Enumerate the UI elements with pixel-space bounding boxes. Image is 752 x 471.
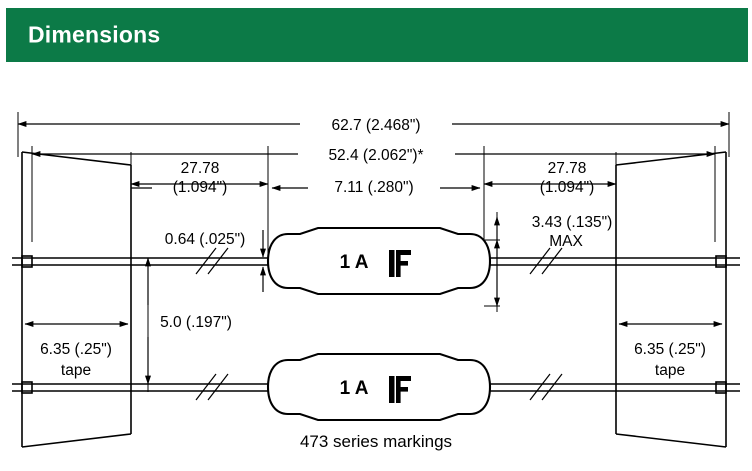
fuse-body-lower: 1 A xyxy=(266,352,492,422)
dim-lead-right-inch: (1.094") xyxy=(540,179,595,196)
fuse-body-shape-lower xyxy=(266,352,492,422)
dim-lead-pitch: 5.0 (.197") xyxy=(160,314,232,331)
tape-clamp-upper-left xyxy=(21,255,33,268)
littelfuse-lf-logo-icon-lower xyxy=(389,376,411,403)
tape-left-top xyxy=(21,151,132,166)
dim-body-length: 7.11 (.280") xyxy=(334,179,413,196)
tape-clamp-upper-right xyxy=(715,255,727,268)
tape-left-bottom xyxy=(21,433,132,448)
technical-drawing: 62.7 (2.468") 52.4 (2.062")* 27.78 (1.09… xyxy=(0,62,752,471)
dim-lead-left: 27.78 xyxy=(181,160,220,177)
dim-lead-diameter: 0.64 (.025") xyxy=(165,231,245,248)
littelfuse-lf-logo-icon-upper xyxy=(389,250,411,277)
break-mark-upper-left xyxy=(195,247,229,275)
fuse-body-shape-upper xyxy=(266,226,492,296)
tape-clamp-lower-left xyxy=(21,381,33,394)
fuse-body-upper: 1 A xyxy=(266,226,492,296)
tape-clamp-lower-right xyxy=(715,381,727,394)
dimension-lines xyxy=(17,121,730,191)
dim-tape-right-width: 6.35 (.25") xyxy=(634,341,706,358)
drawing-svg: 62.7 (2.468") 52.4 (2.062")* 27.78 (1.09… xyxy=(12,112,740,451)
lead-wires-lower xyxy=(12,373,740,401)
break-mark-lower-left xyxy=(195,373,229,401)
dim-tape-left-width: 6.35 (.25") xyxy=(40,341,112,358)
lead-wires-upper xyxy=(12,247,740,275)
tape-right-bottom xyxy=(615,433,727,448)
drawing-caption: 473 series markings xyxy=(300,432,452,451)
dim-lead-right: 27.78 xyxy=(548,160,587,177)
dim-lead-span: 52.4 (2.062")* xyxy=(328,147,423,164)
dim-body-diameter-note: MAX xyxy=(549,233,583,250)
body-rating-lower: 1 A xyxy=(340,378,369,399)
body-rating-upper: 1 A xyxy=(340,252,369,273)
tape-right-top xyxy=(615,151,727,166)
tape-right: 6.35 (.25") tape xyxy=(615,151,727,448)
tape-left: 6.35 (.25") tape xyxy=(21,151,132,448)
break-mark-lower-right xyxy=(529,373,563,401)
dim-tape-left-label: tape xyxy=(61,362,91,379)
section-banner: Dimensions xyxy=(6,8,748,62)
break-mark-upper-right xyxy=(529,247,563,275)
dim-body-diameter: 3.43 (.135") xyxy=(532,214,612,231)
dim-tape-right-label: tape xyxy=(655,362,685,379)
dim-lead-left-inch: (1.094") xyxy=(173,179,228,196)
dim-overall-length: 62.7 (2.468") xyxy=(331,117,420,134)
page-title: Dimensions xyxy=(28,21,161,48)
